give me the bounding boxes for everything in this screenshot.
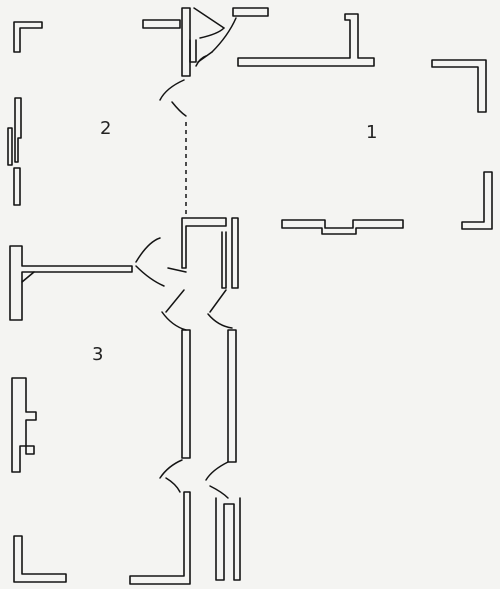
wall-left-segment-upper (14, 97, 22, 163)
wall-corridor-right-lower (227, 329, 237, 463)
door-lower-right (205, 461, 229, 481)
room-label-3: 3 (92, 344, 104, 365)
wall-top-right-corner (431, 59, 487, 113)
door-lower-left-swing (165, 477, 181, 493)
room-label-1: 1 (366, 122, 378, 143)
door-junction-upper (167, 267, 187, 273)
door-lower-right-swing (209, 485, 229, 499)
door-top-left (193, 7, 225, 29)
wall-right-lower-corner (461, 171, 493, 230)
door-junction-middle (165, 289, 185, 313)
wall-top-left-corner (13, 21, 43, 53)
wall-room-3-upper (9, 245, 133, 321)
door-lower-left (159, 459, 183, 479)
wall-corridor-right-upper (221, 231, 227, 289)
door-room-2-leaf (171, 101, 187, 117)
wall-bottom-left-corner (13, 535, 67, 583)
wall-partition (281, 219, 404, 235)
wall-top-stub (142, 19, 181, 29)
door-top-lower-swing (195, 55, 207, 67)
door-room-2 (159, 79, 185, 101)
door-top-swing (199, 27, 225, 39)
door-junction-swing (135, 265, 165, 287)
wall-top-vertical (181, 7, 191, 77)
wall-top-right-stub (232, 7, 269, 17)
wall-bottom-right (215, 497, 241, 581)
wall-corridor-outer-upper (231, 217, 239, 289)
door-junction-right (209, 289, 227, 313)
wall-corridor-left-lower (181, 329, 191, 459)
wall-left-room-3 (11, 377, 37, 473)
wall-room-3-diagonal (21, 271, 35, 283)
door-junction-left (135, 237, 161, 263)
door-junction-right-swing (207, 313, 233, 329)
wall-top-corridor (237, 13, 375, 67)
wall-left-jog (7, 127, 13, 166)
door-junction-left-swing (161, 311, 187, 331)
wall-corridor-left-upper (181, 217, 227, 269)
wall-bottom-center (129, 491, 191, 585)
door-top-right (211, 17, 237, 53)
room-label-2: 2 (100, 118, 112, 139)
wall-top-inner (189, 39, 197, 63)
wall-left-segment-lower (13, 167, 21, 206)
